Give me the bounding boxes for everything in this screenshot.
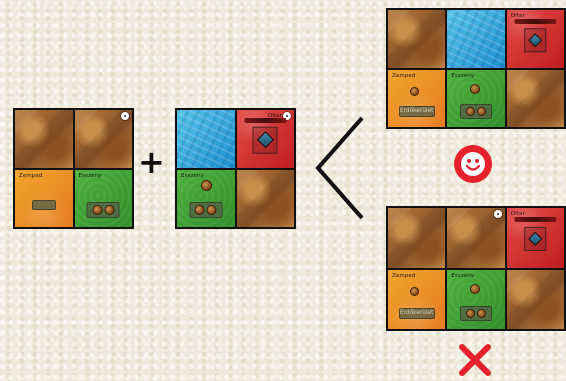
tile-label: Zemped bbox=[392, 273, 415, 279]
gem-frame bbox=[253, 126, 278, 153]
tile-label: Esszeny bbox=[181, 173, 204, 179]
coin-icon bbox=[477, 107, 486, 116]
coin-icon bbox=[410, 287, 419, 296]
fortress-tile: Oltar bbox=[237, 110, 295, 168]
resource-slot bbox=[32, 200, 56, 210]
smiley-icon bbox=[454, 145, 492, 183]
tile-label: Esszeny bbox=[451, 273, 474, 279]
gem-icon bbox=[528, 232, 542, 246]
forest-tile: Esszeny bbox=[177, 170, 235, 228]
card-marker-icon bbox=[494, 210, 502, 218]
forest-tile: Esszeny bbox=[447, 70, 504, 128]
fortress-banner bbox=[245, 118, 286, 123]
gem-icon bbox=[528, 33, 542, 47]
resource-slot bbox=[460, 104, 492, 119]
desert-tile bbox=[237, 170, 295, 228]
desert-tile bbox=[388, 208, 445, 268]
plus-operator: + bbox=[138, 146, 165, 178]
coin-icon bbox=[477, 309, 486, 318]
desert-tile bbox=[15, 110, 73, 168]
gem-icon bbox=[257, 132, 274, 149]
tile-label: Esszeny bbox=[79, 173, 102, 179]
middle-card: Oltar Esszeny bbox=[175, 108, 296, 229]
resource-slot bbox=[460, 306, 492, 321]
coin-icon bbox=[470, 284, 480, 294]
coin-icon bbox=[201, 180, 212, 191]
resource-slot bbox=[87, 202, 120, 218]
resource-slot bbox=[189, 202, 222, 218]
coin-icon bbox=[104, 205, 114, 215]
fortress-tile: Oltar bbox=[507, 208, 564, 268]
valid-combination: Oltar Zemped Erdőkerület Esszeny bbox=[386, 8, 566, 129]
slot-label: Erdőkerület bbox=[400, 310, 433, 316]
desert-tile bbox=[75, 110, 133, 168]
desert-tile bbox=[388, 10, 445, 68]
coin-icon bbox=[466, 107, 475, 116]
resource-slot: Erdőkerület bbox=[399, 106, 435, 117]
resource-slot: Erdőkerület bbox=[399, 308, 435, 319]
coin-icon bbox=[466, 309, 475, 318]
tile-label: Zemped bbox=[392, 73, 415, 79]
tile-label: Esszeny bbox=[451, 73, 474, 79]
cross-icon bbox=[456, 341, 494, 379]
left-card: Zemped Esszeny bbox=[13, 108, 134, 229]
card-marker-icon bbox=[121, 112, 129, 120]
fortress-banner bbox=[515, 19, 556, 24]
fortress-tile: Oltar bbox=[507, 10, 564, 68]
slot-label: Erdőkerület bbox=[400, 108, 433, 114]
tile-label: Zemped bbox=[19, 173, 42, 179]
coin-icon bbox=[207, 205, 217, 215]
invalid-combination: Oltar Zemped Erdőkerület Esszeny bbox=[386, 206, 566, 331]
gem-frame bbox=[525, 28, 546, 52]
gem-frame bbox=[525, 227, 546, 252]
coin-icon bbox=[470, 84, 480, 94]
swamp-tile: Zemped Erdőkerület bbox=[388, 270, 445, 330]
forest-tile: Esszeny bbox=[447, 270, 504, 330]
desert-tile bbox=[507, 270, 564, 330]
branch-operator bbox=[312, 112, 366, 222]
smiley-face bbox=[458, 149, 488, 179]
coin-icon bbox=[195, 205, 205, 215]
coin-icon bbox=[410, 87, 419, 96]
coin-icon bbox=[92, 205, 102, 215]
swamp-tile: Zemped bbox=[15, 170, 73, 228]
water-tile bbox=[447, 10, 504, 68]
forest-tile: Esszeny bbox=[75, 170, 133, 228]
desert-tile bbox=[447, 208, 504, 268]
fortress-banner bbox=[515, 217, 556, 222]
swamp-tile: Zemped Erdőkerület bbox=[388, 70, 445, 128]
water-tile bbox=[177, 110, 235, 168]
desert-tile bbox=[507, 70, 564, 128]
